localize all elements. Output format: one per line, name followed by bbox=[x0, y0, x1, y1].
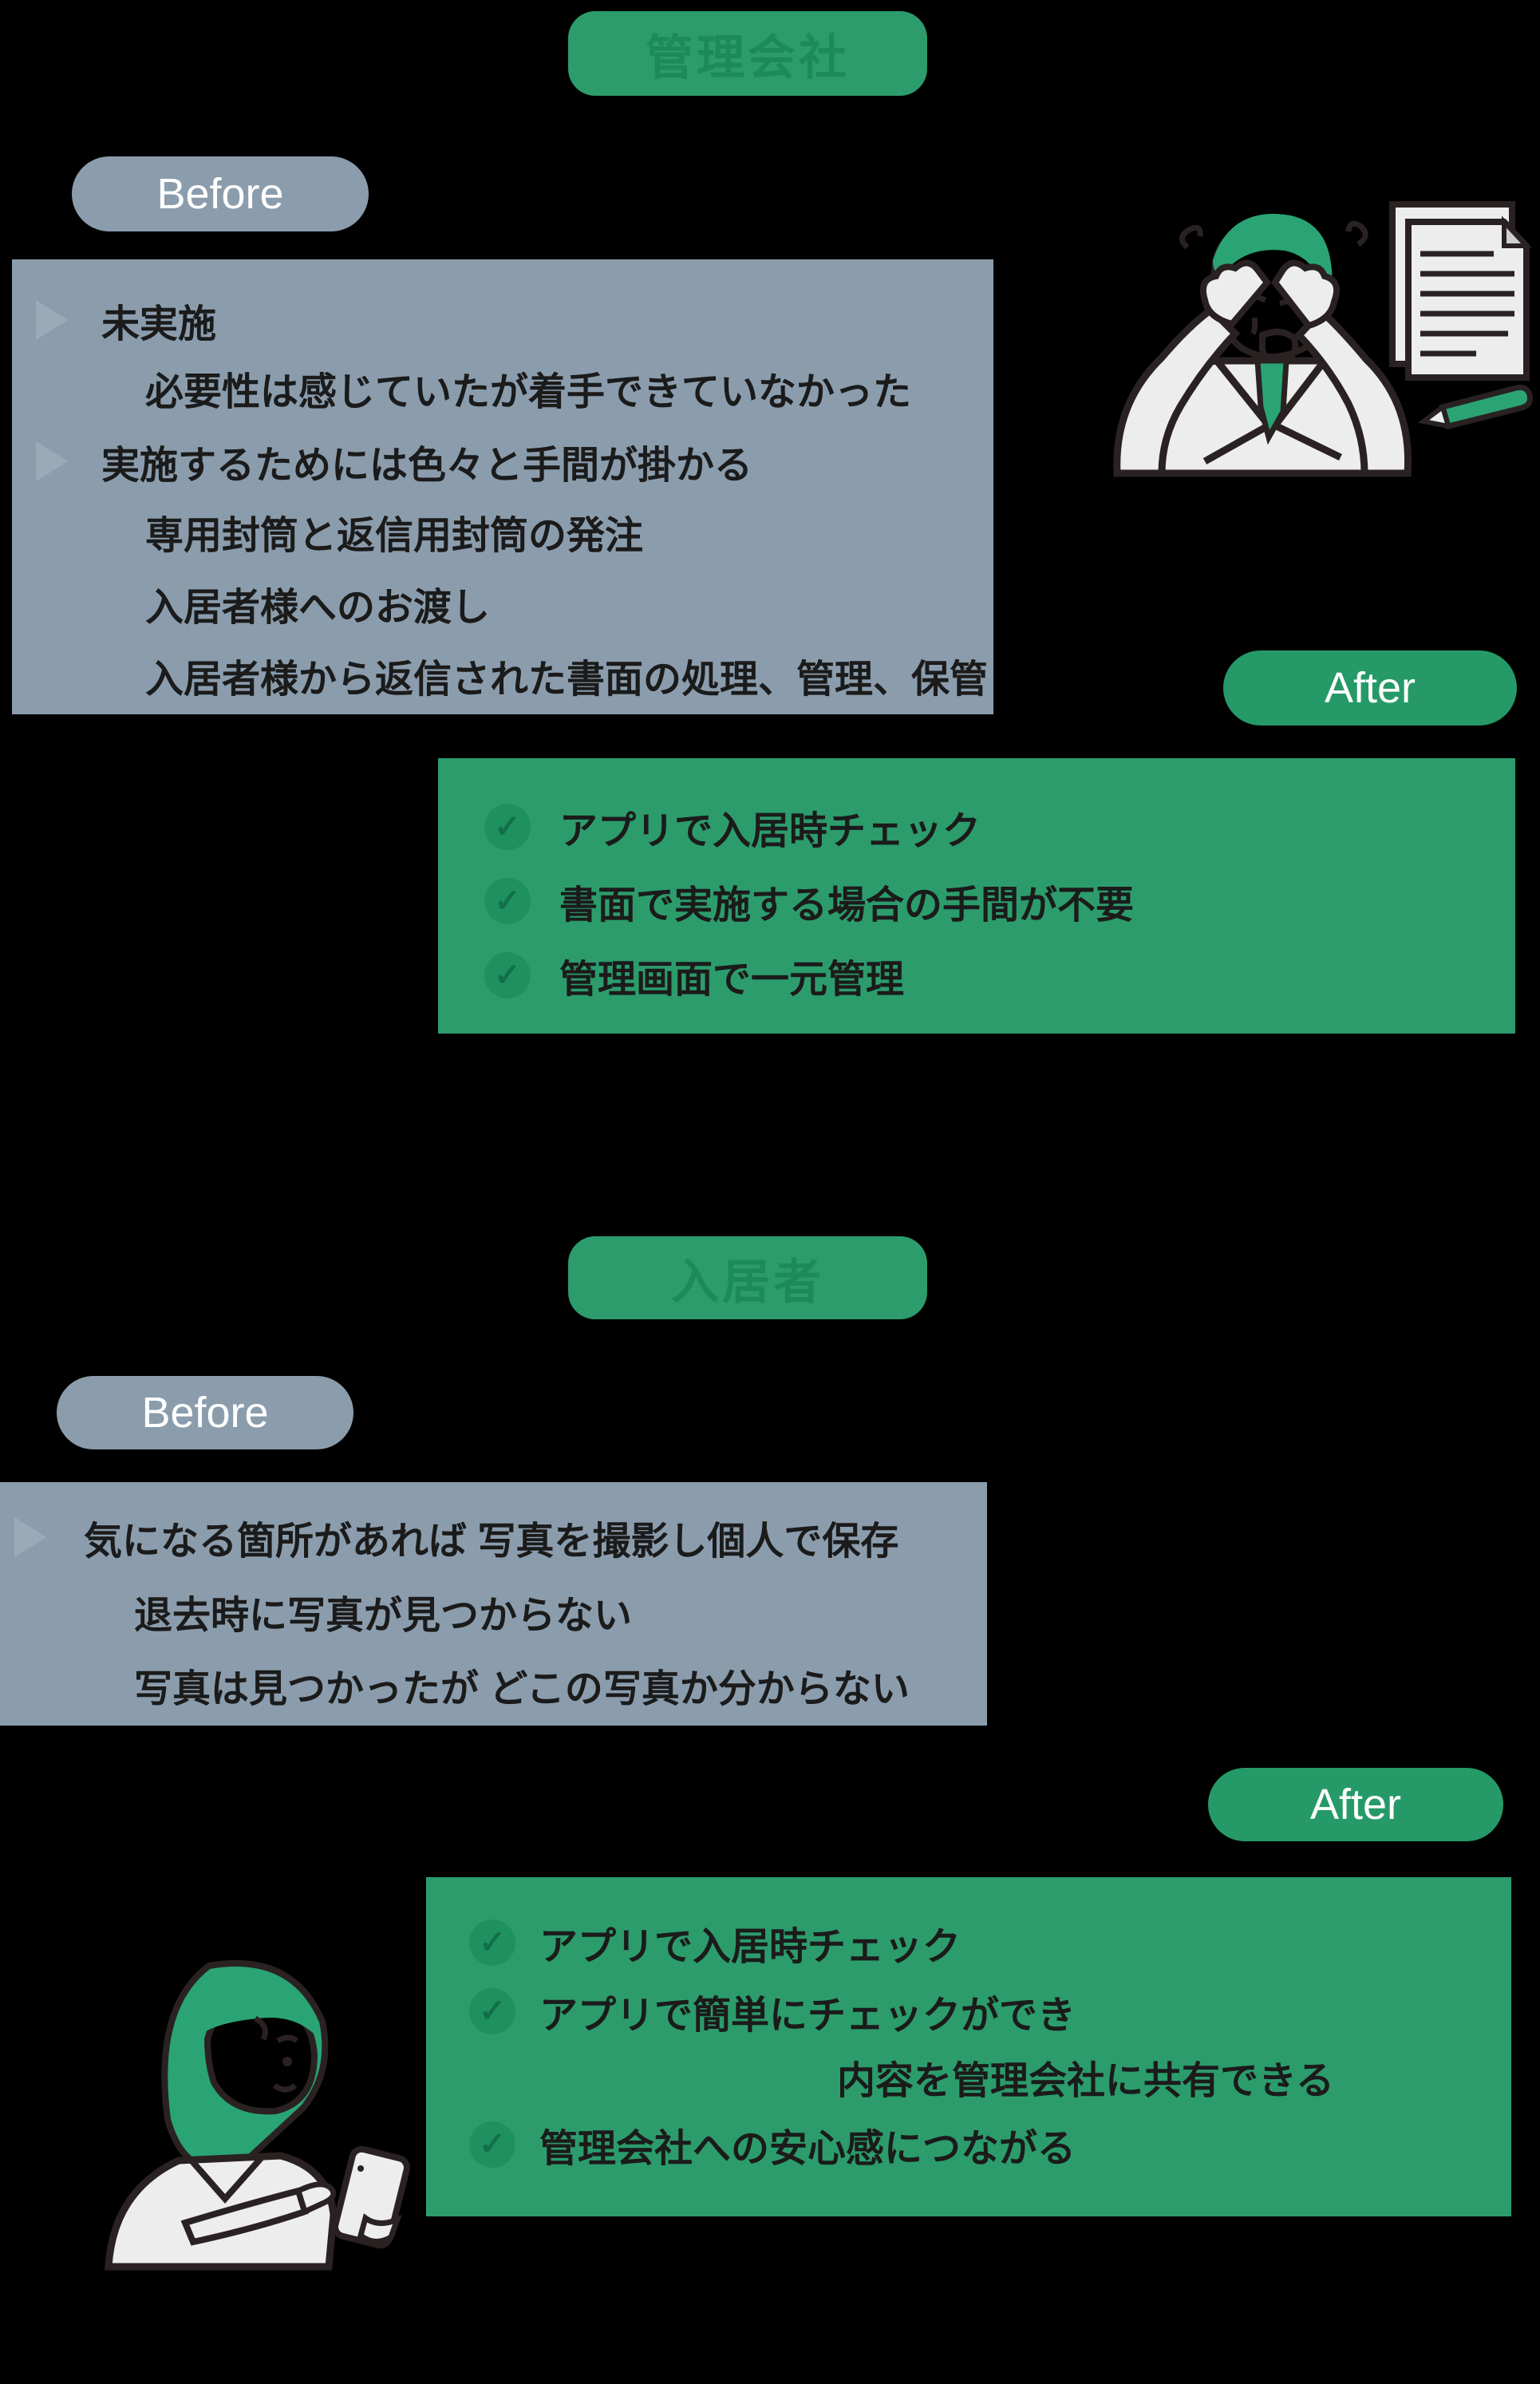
list-item-text: 未実施 bbox=[101, 303, 217, 346]
list-item-text: アプリで入居時チェック bbox=[559, 810, 981, 852]
list-item-text: 内容を管理会社に共有できる bbox=[837, 2060, 1335, 2102]
list-item-text: アプリで入居時チェック bbox=[539, 1926, 962, 1968]
list-item: 未実施 bbox=[36, 283, 216, 357]
before-box-management: 未実施 必要性は感じていたが着手できていなかった 実施するためには色々と手間が掛… bbox=[12, 259, 993, 714]
list-item-text: 気になる箇所があれば 写真を撮影し個人で保存 bbox=[84, 1520, 899, 1563]
check-icon: ✓ bbox=[484, 804, 531, 850]
list-item-text: 退去時に写真が見つからない bbox=[134, 1595, 633, 1637]
list-item: 専用封筒と返信用封筒の発注 bbox=[145, 495, 643, 568]
chevron-bullet-icon bbox=[36, 300, 68, 340]
list-item-text: 入居者様へのお渡し bbox=[145, 587, 491, 629]
list-item-text: 専用封筒と返信用封筒の発注 bbox=[145, 515, 644, 557]
after-badge-label: After bbox=[1324, 664, 1416, 712]
list-item: 内容を管理会社に共有できる bbox=[837, 2040, 1334, 2113]
after-badge-label: After bbox=[1309, 1781, 1402, 1829]
section-title-resident: 入居者 bbox=[568, 1236, 927, 1319]
before-badge-2: Before bbox=[57, 1376, 353, 1449]
check-icon: ✓ bbox=[469, 1919, 515, 1966]
after-box-management: ✓ アプリで入居時チェック ✓ 書面で実施する場合の手間が不要 ✓ 管理画面で一… bbox=[438, 758, 1515, 1034]
list-item: ✓ 管理画面で一元管理 bbox=[484, 939, 904, 1012]
before-badge-label: Before bbox=[141, 1389, 269, 1437]
list-item: ✓ 書面で実施する場合の手間が不要 bbox=[484, 864, 1134, 938]
check-icon: ✓ bbox=[484, 878, 531, 924]
list-item: ✓ アプリで入居時チェック bbox=[484, 790, 981, 864]
section-title-management-company: 管理会社 bbox=[568, 11, 927, 96]
list-item-text: 写真は見つかったが どこの写真か分からない bbox=[134, 1668, 910, 1710]
documents-icon bbox=[1389, 201, 1532, 381]
resident-with-smartphone-illustration bbox=[105, 1960, 410, 2271]
check-icon: ✓ bbox=[469, 1988, 515, 2034]
check-icon: ✓ bbox=[469, 2121, 515, 2168]
list-item: 入居者様から返信された書面の処理、管理、保管 bbox=[145, 639, 988, 712]
list-item: ✓ 管理会社への安心感につながる bbox=[469, 2108, 1076, 2181]
pencil-icon bbox=[1417, 384, 1533, 430]
list-item: 気になる箇所があれば 写真を撮影し個人で保存 bbox=[14, 1500, 898, 1574]
before-badge-1: Before bbox=[72, 156, 369, 231]
list-item-text: 入居者様から返信された書面の処理、管理、保管 bbox=[145, 658, 989, 701]
after-box-resident: ✓ アプリで入居時チェック ✓ アプリで簡単にチェックができ 内容を管理会社に共… bbox=[426, 1877, 1511, 2216]
list-item: 必要性は感じていたが着手できていなかった bbox=[145, 351, 911, 425]
list-item: ✓ アプリで簡単にチェックができ bbox=[469, 1975, 1076, 2048]
section-title-label: 管理会社 bbox=[646, 30, 850, 85]
after-badge-1: After bbox=[1223, 650, 1517, 725]
list-item: 写真は見つかったが どこの写真か分からない bbox=[134, 1648, 910, 1722]
after-badge-2: After bbox=[1208, 1768, 1503, 1841]
list-item: 実施するためには色々と手間が掛かる bbox=[36, 425, 752, 498]
list-item-text: 実施するためには色々と手間が掛かる bbox=[101, 445, 753, 487]
section-title-label: 入居者 bbox=[671, 1255, 824, 1309]
list-item: 退去時に写真が見つからない bbox=[134, 1575, 632, 1648]
list-item-text: 必要性は感じていたが着手できていなかった bbox=[145, 371, 912, 413]
check-icon: ✓ bbox=[484, 952, 531, 998]
list-item-text: 管理会社への安心感につながる bbox=[539, 2128, 1076, 2170]
list-item: 入居者様へのお渡し bbox=[145, 567, 490, 640]
stressed-manager-illustration bbox=[1113, 201, 1533, 477]
before-box-resident: 気になる箇所があれば 写真を撮影し個人で保存 退去時に写真が見つからない 写真は… bbox=[0, 1482, 987, 1726]
chevron-bullet-icon bbox=[14, 1517, 46, 1557]
before-badge-label: Before bbox=[156, 170, 284, 218]
chevron-bullet-icon bbox=[36, 441, 68, 481]
list-item: ✓ アプリで入居時チェック bbox=[469, 1906, 961, 1979]
list-item-text: 書面で実施する場合の手間が不要 bbox=[559, 884, 1135, 927]
smartphone-icon bbox=[332, 2145, 410, 2249]
list-item-text: アプリで簡単にチェックができ bbox=[539, 1995, 1076, 2037]
resident-woman bbox=[105, 1960, 338, 2271]
stressed-man bbox=[1113, 213, 1412, 477]
list-item-text: 管理画面で一元管理 bbox=[559, 959, 905, 1001]
